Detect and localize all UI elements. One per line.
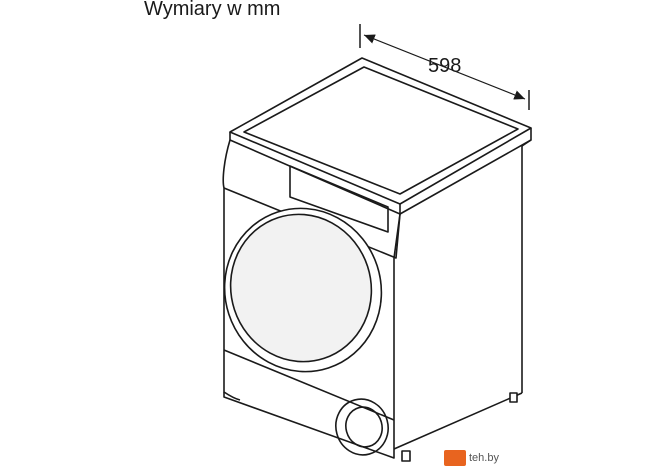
diagram-title: Wymiary w mm [144, 0, 281, 20]
side-right-edge [521, 139, 532, 147]
maintenance-hatch-inner [345, 406, 383, 448]
dimension-line [363, 34, 526, 100]
watermark-badge: teh.by [444, 447, 499, 469]
foot-front-right [401, 450, 411, 462]
watermark-text: teh.by [469, 452, 499, 464]
width-dimension [359, 24, 530, 110]
top-panel [229, 57, 532, 205]
display-window [289, 165, 389, 233]
brand-logo-icon [444, 450, 466, 466]
front-base-line [223, 349, 395, 421]
front-right-edge [393, 213, 401, 259]
dryer-body [222, 57, 532, 462]
top-panel-inner [243, 66, 519, 195]
width-dimension-label: 598 [428, 55, 462, 77]
front-bottom-edge [223, 392, 395, 459]
foot-back-right [509, 392, 518, 403]
side-bottom-edge [393, 392, 523, 450]
maintenance-hatch-outer [335, 398, 389, 456]
door-inner [229, 213, 373, 363]
